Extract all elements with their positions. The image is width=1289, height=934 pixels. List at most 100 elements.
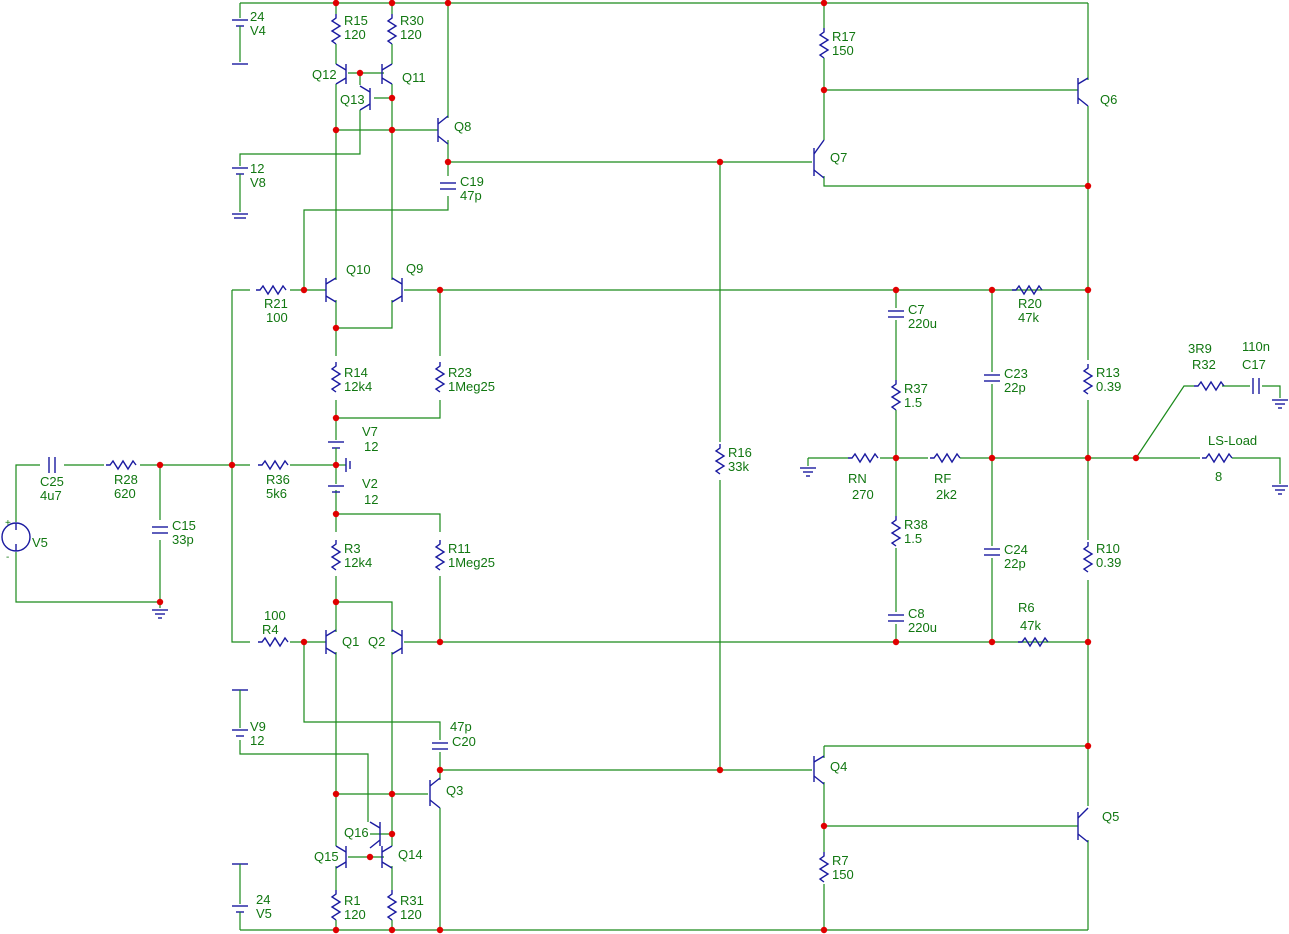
- transistor-q15: [335, 845, 347, 869]
- nodes: [156, 0, 1140, 934]
- transistor-q12: [335, 63, 347, 85]
- node: [444, 0, 452, 7]
- label-value: 5k6: [266, 486, 287, 501]
- label-ref: V4: [250, 23, 266, 38]
- node: [332, 790, 340, 798]
- node: [892, 454, 900, 462]
- resistor-r15: [330, 14, 342, 45]
- resistor-r20: [1012, 284, 1043, 296]
- resistor-rn: [848, 452, 879, 464]
- node: [1084, 638, 1092, 646]
- capacitor-c17: [1252, 378, 1260, 394]
- resistor-r16: [714, 444, 726, 475]
- label-ref: R10: [1096, 541, 1120, 556]
- wires: [15, 2, 1281, 931]
- node: [988, 638, 996, 646]
- label-value: 270: [852, 487, 874, 502]
- node: [820, 0, 828, 7]
- label-ref: RF: [934, 471, 951, 486]
- label-value: 12: [364, 439, 378, 454]
- ground-icon: [800, 458, 816, 477]
- node: [156, 598, 164, 606]
- label-value: 12: [250, 733, 264, 748]
- label-ref: R16: [728, 445, 752, 460]
- wire: [336, 601, 393, 632]
- node: [1132, 454, 1140, 462]
- label-ref: R13: [1096, 365, 1120, 380]
- label-plus: +: [5, 518, 11, 529]
- resistor-r11: [434, 540, 446, 571]
- label-ref: Q13: [340, 92, 365, 107]
- label-ref: R31: [400, 893, 424, 908]
- transistor-q11: [381, 63, 393, 85]
- wire: [231, 290, 250, 643]
- label-ref: Q3: [446, 783, 463, 798]
- resistor-r17: [818, 28, 830, 59]
- node: [156, 461, 164, 469]
- node: [332, 126, 340, 134]
- resistor-r21: [256, 284, 287, 296]
- label-ref: Q14: [398, 847, 423, 862]
- node: [332, 0, 340, 7]
- label-value: 47p: [450, 719, 472, 734]
- node: [820, 822, 828, 830]
- label-value: 220u: [908, 316, 937, 331]
- label-ref: V8: [250, 175, 266, 190]
- label-ref: C7: [908, 302, 925, 317]
- label-value: 1Meg25: [448, 555, 495, 570]
- label-value: 24: [256, 892, 270, 907]
- node: [332, 324, 340, 332]
- label-ref: V7: [362, 424, 378, 439]
- label-value: 8: [1215, 469, 1222, 484]
- node: [388, 830, 396, 838]
- capacitor-c20: [432, 742, 448, 750]
- node: [356, 69, 364, 77]
- label-ref: C20: [452, 734, 476, 749]
- label-value: 47k: [1018, 310, 1039, 325]
- label-ref: C24: [1004, 542, 1028, 557]
- label-ref: Q15: [314, 849, 339, 864]
- node: [332, 926, 340, 934]
- label-ref: V5: [32, 535, 48, 550]
- transistor-q8: [437, 115, 449, 145]
- node: [388, 0, 396, 7]
- battery-v1: [232, 863, 248, 930]
- resistor-r37: [890, 380, 902, 411]
- label-value: 12k4: [344, 379, 372, 394]
- label-value: 22p: [1004, 380, 1026, 395]
- node: [332, 414, 340, 422]
- resistor-r7: [818, 852, 830, 883]
- label-ref: R4: [262, 622, 279, 637]
- label-ref: Q11: [402, 70, 426, 85]
- transistor-q3: [429, 777, 441, 809]
- label-value: 120: [400, 907, 422, 922]
- wire: [1135, 385, 1194, 459]
- wire: [336, 513, 441, 532]
- transistor-q10: [325, 277, 337, 303]
- node: [436, 926, 444, 934]
- label-ref: R7: [832, 853, 849, 868]
- transistor-q4: [813, 755, 825, 785]
- label-value: 100: [266, 310, 288, 325]
- label-value: 120: [400, 27, 422, 42]
- label-ref: R37: [904, 381, 928, 396]
- wire: [303, 196, 449, 290]
- resistor-r14: [330, 362, 342, 393]
- label-value: 4u7: [40, 488, 62, 503]
- label-ref: R20: [1018, 296, 1042, 311]
- node: [1084, 454, 1092, 462]
- wire: [15, 552, 161, 608]
- label-ref: V9: [250, 719, 266, 734]
- label-value: 100: [264, 608, 286, 623]
- label-value: 0.39: [1096, 555, 1121, 570]
- wire: [336, 400, 441, 419]
- transistor-q7: [813, 139, 825, 179]
- transistor-q1: [325, 629, 337, 655]
- label-ref: Q10: [346, 262, 371, 277]
- wire: [1232, 457, 1281, 484]
- transistor-q16: [369, 821, 381, 849]
- node: [228, 461, 236, 469]
- transistor-q6: [1077, 77, 1089, 107]
- label-ref: R30: [400, 13, 424, 28]
- label-ref: R32: [1192, 357, 1216, 372]
